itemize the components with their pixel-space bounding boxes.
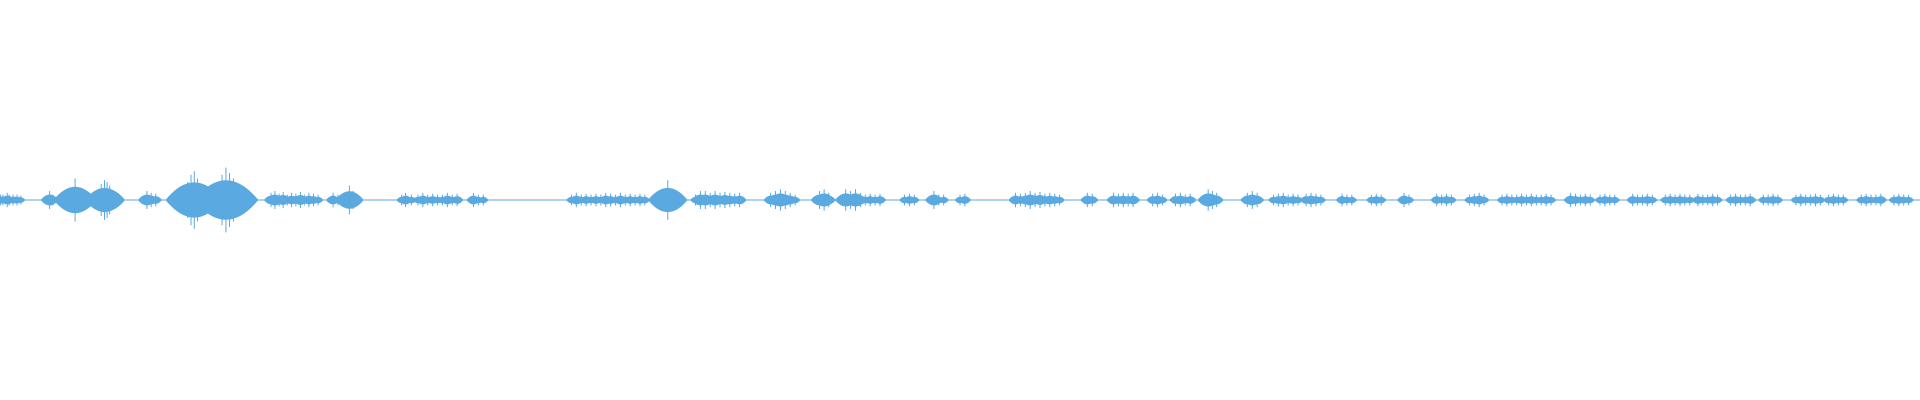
waveform-peaks	[0, 167, 1914, 233]
